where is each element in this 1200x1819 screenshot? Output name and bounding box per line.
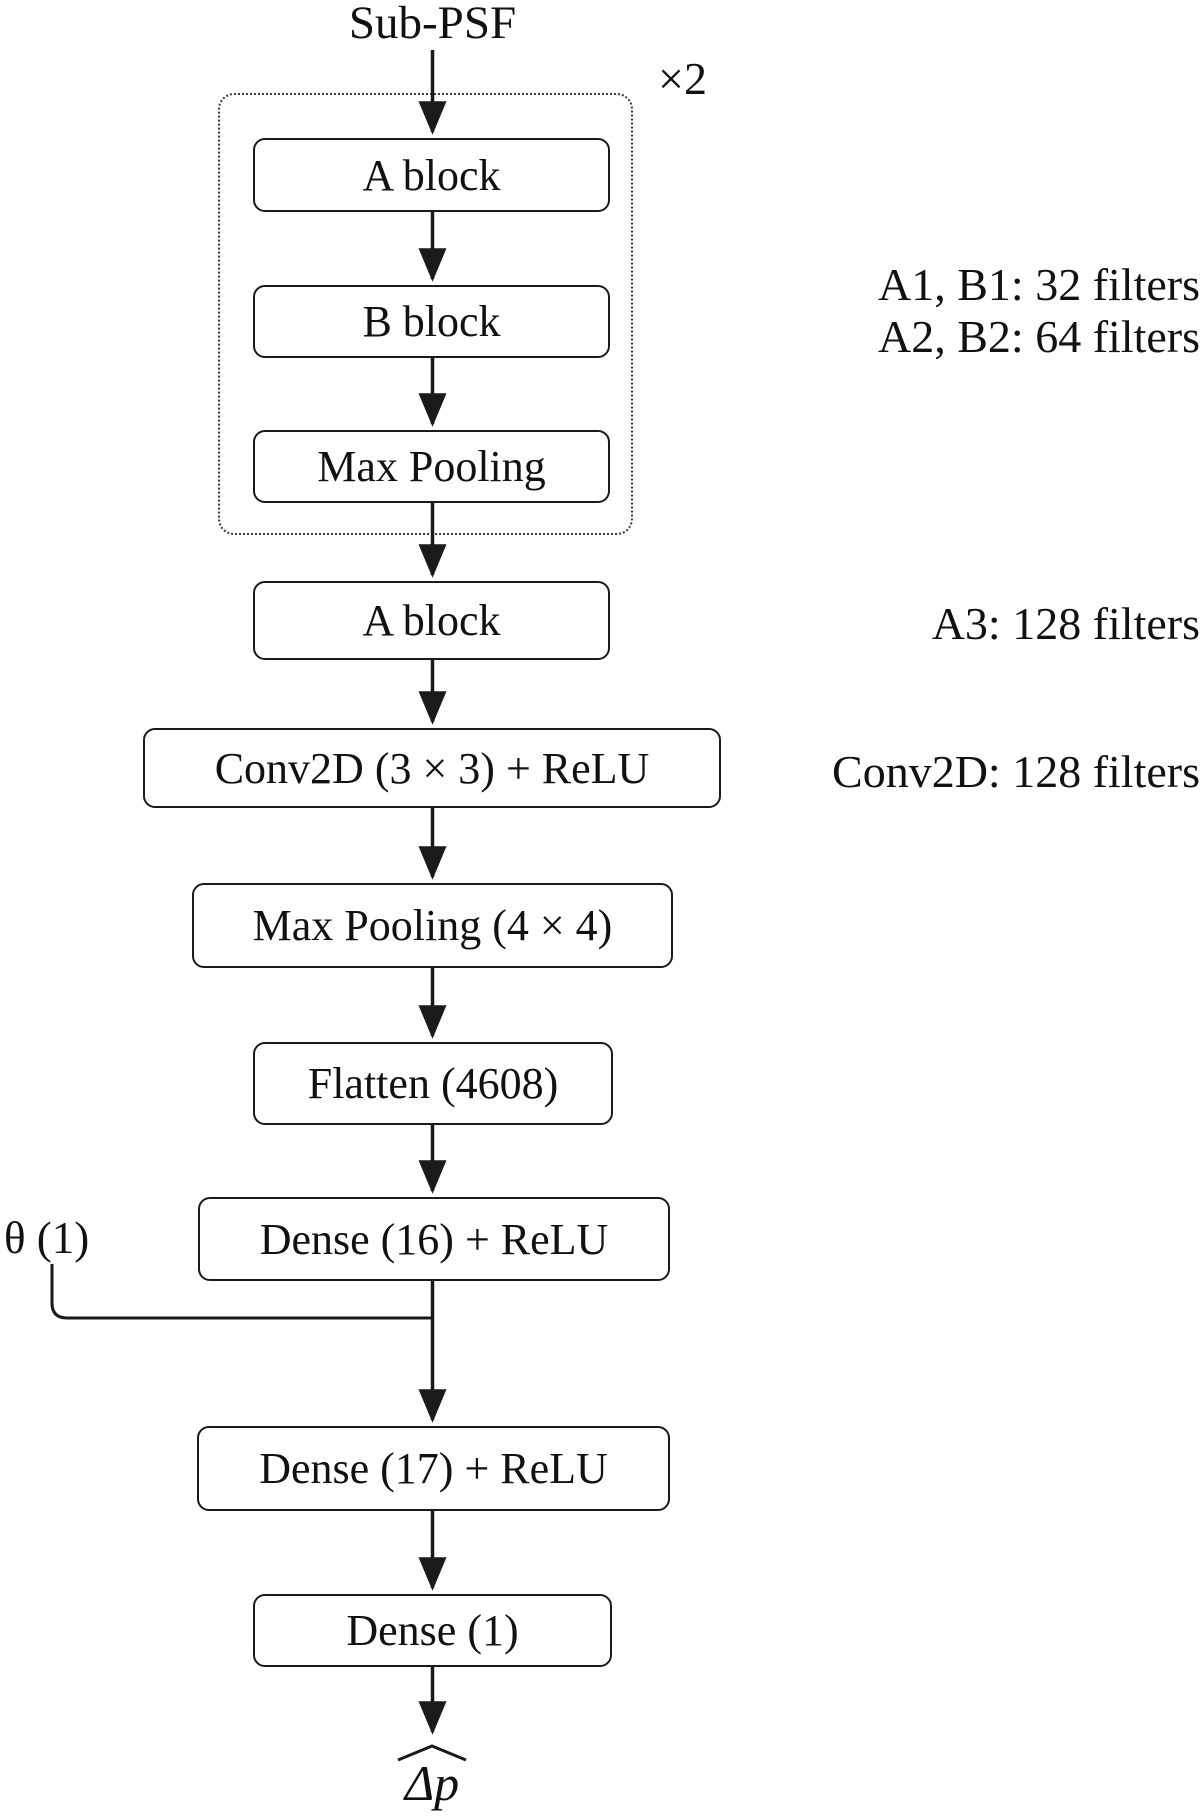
annotation-filters-group1-line1: A1, B1: 32 filters xyxy=(878,259,1200,310)
theta-input-label: θ (1) xyxy=(4,1213,90,1263)
output-label: Δp xyxy=(404,1755,460,1811)
annotation-filters-group1-line2: A2, B2: 64 filters xyxy=(878,311,1200,362)
node-b-block-1: B block xyxy=(253,285,610,358)
node-max-pooling-2: Max Pooling (4 × 4) xyxy=(192,883,673,968)
node-flatten: Flatten (4608) xyxy=(253,1042,613,1125)
node-dense-17: Dense (17) + ReLU xyxy=(197,1426,670,1511)
input-label: Sub-PSF xyxy=(348,0,517,49)
output-label-group: Δp xyxy=(332,1742,532,1808)
hat-accent-icon xyxy=(397,1744,467,1762)
node-max-pooling-1: Max Pooling xyxy=(253,430,610,503)
node-a-block-1: A block xyxy=(253,138,610,212)
repeat-group-box xyxy=(218,93,633,535)
node-dense-1: Dense (1) xyxy=(253,1594,612,1667)
repeat-count-label: ×2 xyxy=(658,53,707,104)
node-dense-16: Dense (16) + ReLU xyxy=(198,1197,670,1281)
annotation-filters-conv2d: Conv2D: 128 filters xyxy=(832,746,1200,797)
annotation-filters-a3: A3: 128 filters xyxy=(931,598,1200,649)
theta-connector-line xyxy=(50,1264,431,1320)
node-a-block-3: A block xyxy=(253,581,610,660)
node-conv2d: Conv2D (3 × 3) + ReLU xyxy=(143,728,721,808)
